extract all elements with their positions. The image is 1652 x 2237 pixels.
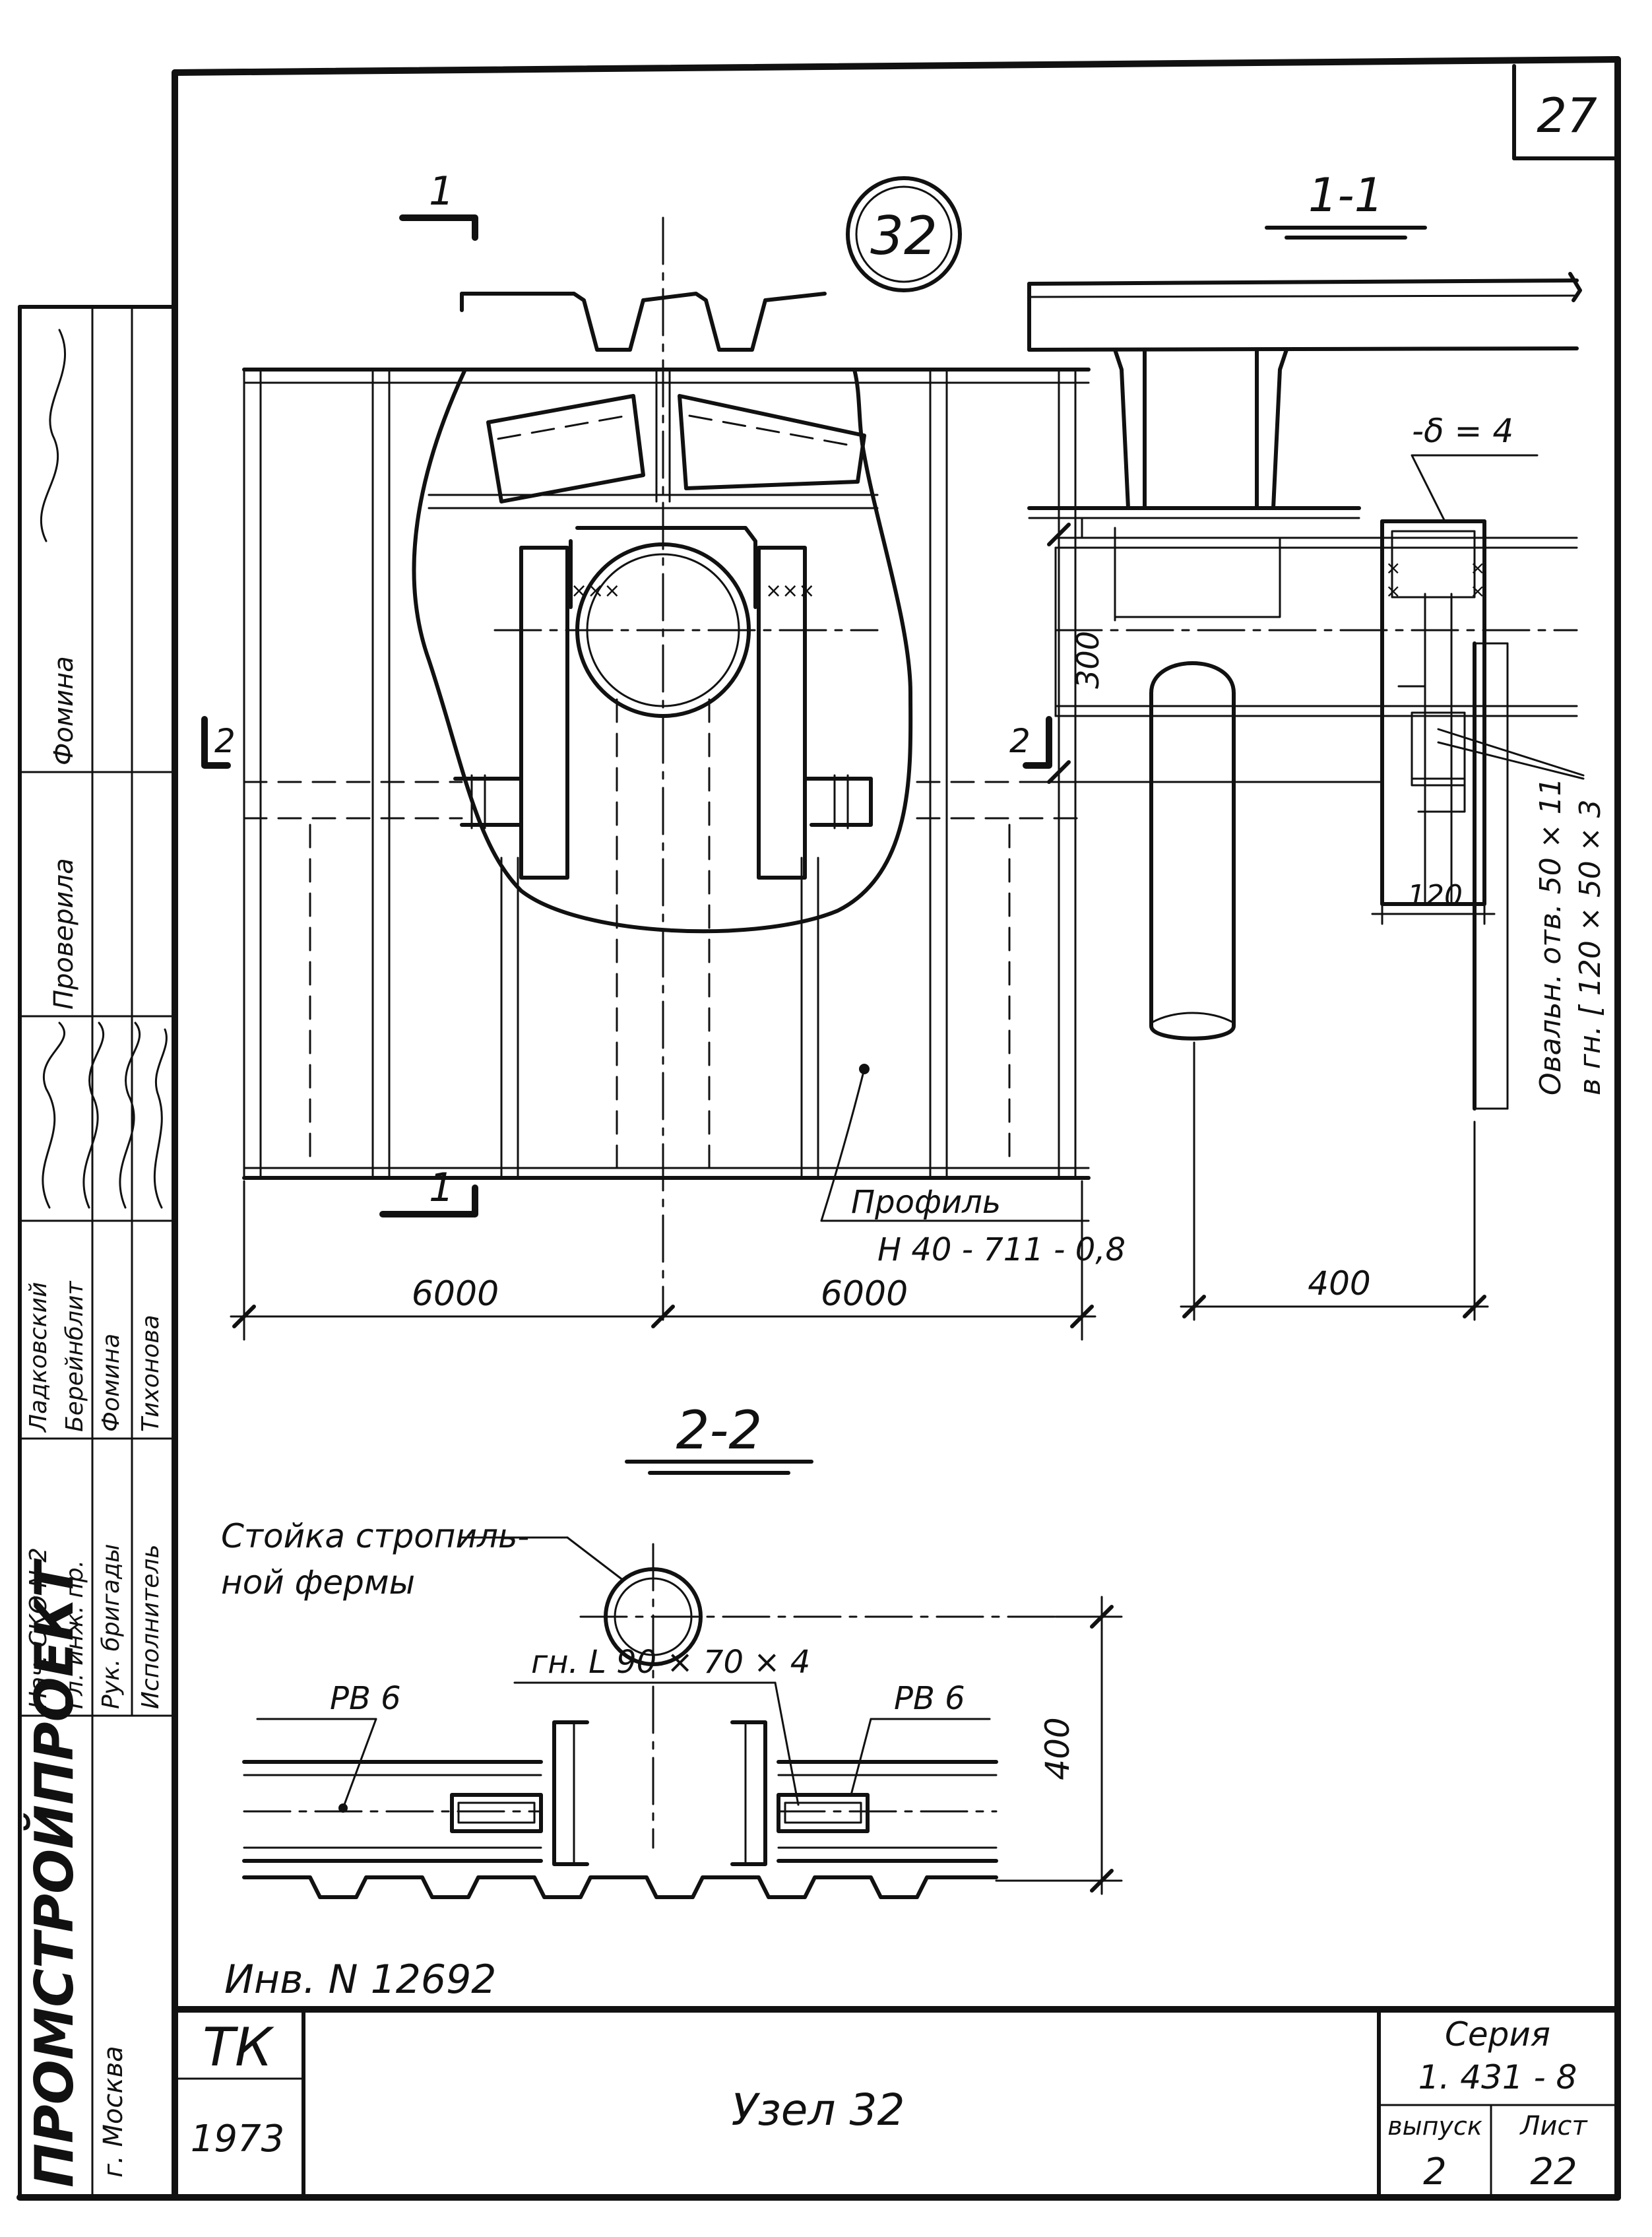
name-2: Берейнблит — [61, 1281, 88, 1432]
cut-1-bottom: 1 — [429, 1165, 454, 1211]
signature-3 — [82, 1021, 104, 1209]
profile-label: Профиль — [851, 1184, 1001, 1221]
tb-issue-label: выпуск — [1387, 2112, 1482, 2141]
truss-post-line1: Стойка стропиль- — [221, 1517, 529, 1555]
signature-1 — [40, 329, 67, 542]
section-2-2: 2-2 Стойка стропиль- ной фермы — [221, 1400, 1123, 1899]
dim-120: 120 — [1407, 879, 1463, 913]
title-block: ТК 1973 Узел 32 Серия 1. 431 - 8 выпуск … — [172, 2006, 1621, 2199]
oval-hole-line2: в гн. [ 120 × 50 × 3 — [1573, 799, 1607, 1095]
section-2-2-title: 2-2 — [676, 1400, 763, 1461]
signature-5 — [153, 1028, 168, 1209]
signature-2 — [42, 1021, 65, 1209]
plate-thickness: -δ = 4 — [1412, 412, 1513, 450]
node-plan-view: 32 — [201, 168, 1126, 1341]
section-1-1-title: 1-1 — [1308, 168, 1383, 222]
dim-6000-left: 6000 — [412, 1274, 499, 1314]
dim-6000-right: 6000 — [821, 1274, 908, 1314]
org-name: ПРОМСТРОЙПРОЕКТ — [23, 1558, 85, 2188]
svg-text:×: × — [1385, 580, 1401, 602]
svg-text:×: × — [1470, 557, 1485, 579]
name-1: Ладковский — [25, 1282, 52, 1433]
cut-2-left: 2 — [214, 722, 236, 760]
cut-1-top: 1 — [429, 168, 454, 214]
tb-sheet-label: Лист — [1519, 2111, 1588, 2141]
ps-right-label: РВ 6 — [894, 1680, 965, 1717]
role-1: Нач. СКО N 2 — [25, 1547, 52, 1709]
check-role: Проверила — [49, 858, 79, 1010]
profile-spec: Н 40 - 711 - 0,8 — [877, 1231, 1126, 1268]
name-3: Фомина — [98, 1334, 125, 1432]
svg-text:×××: ××× — [571, 579, 620, 602]
role-4: Исполнитель — [137, 1544, 164, 1709]
sheet-frame — [16, 56, 1621, 2201]
tb-series-number: 1. 431 - 8 — [1418, 2058, 1577, 2096]
tb-sheet-value: 22 — [1530, 2151, 1577, 2193]
svg-text:×: × — [1470, 580, 1485, 602]
tb-code: ТК — [203, 2017, 274, 2078]
dim-400-vertical: 400 — [1038, 1717, 1077, 1780]
oval-hole-line1: Овальн. отв. 50 × 11 — [1534, 777, 1568, 1095]
bent-angle-label: гн. L 90 × 70 × 4 — [531, 1644, 810, 1681]
dim-400-horizontal: 400 — [1308, 1264, 1370, 1303]
tb-issue-value: 2 — [1423, 2151, 1447, 2193]
tb-year: 1973 — [191, 2118, 285, 2160]
sheet-number: 27 — [1537, 88, 1597, 143]
name-4: Тихонова — [137, 1314, 164, 1432]
role-3: Рук. бригады — [98, 1544, 125, 1709]
svg-text:×××: ××× — [765, 579, 815, 602]
check-name: Фомина — [49, 656, 79, 765]
section-1-1: 1-1 × — [1027, 168, 1607, 1321]
tb-drawing-title: Узел 32 — [731, 2085, 905, 2135]
truss-post-line2: ной фермы — [221, 1563, 415, 1602]
role-2: Гл. инж. пр. — [61, 1560, 88, 1709]
signature-4 — [119, 1021, 141, 1209]
cut-2-right: 2 — [1009, 722, 1031, 760]
inventory-number: Инв. N 12692 — [224, 1957, 496, 2003]
tb-series-label: Серия — [1445, 2015, 1550, 2054]
dim-300: 300 — [1070, 631, 1106, 689]
staff-strip: ПРОМСТРОЙПРОЕКТ г. Москва Нач. СКО N 2 Г… — [23, 329, 168, 2188]
ps-left-label: РВ 6 — [330, 1680, 401, 1717]
node-badge: 32 — [870, 205, 937, 267]
org-city: г. Москва — [98, 2046, 129, 2178]
svg-text:×: × — [1385, 557, 1401, 579]
sheet-number-box: 27 — [1512, 64, 1620, 160]
